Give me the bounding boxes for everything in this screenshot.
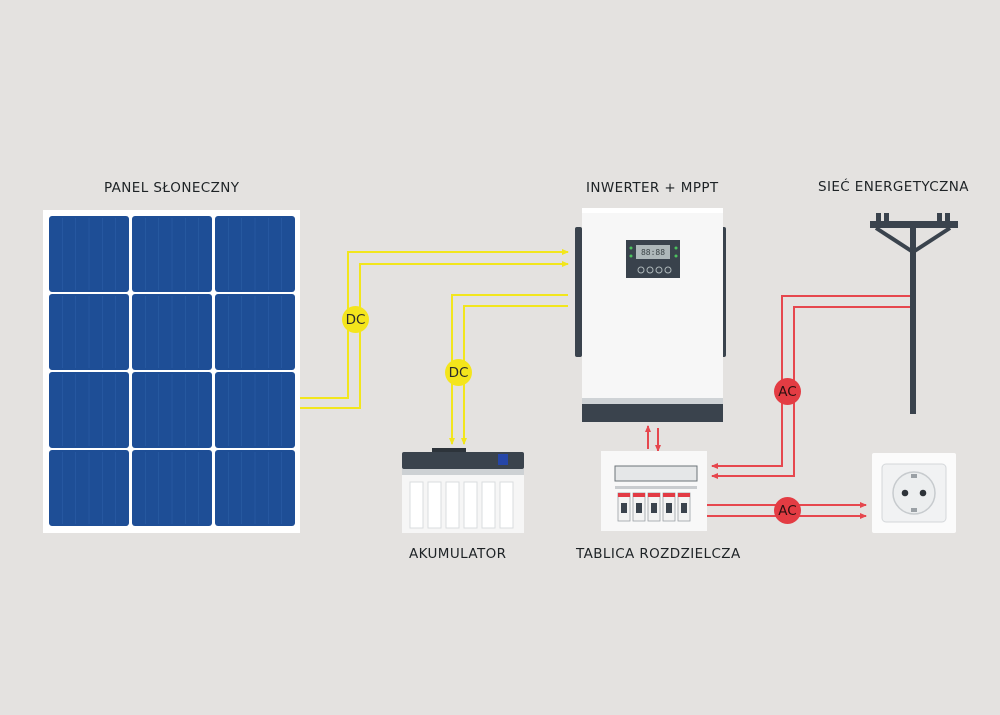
- circuit-breaker: [632, 492, 646, 522]
- battery-cell: [481, 481, 496, 529]
- inverter-unit: 88:88: [575, 208, 726, 422]
- solar-cell: [132, 372, 212, 448]
- solar-panel: [43, 210, 300, 533]
- solar-cell: [49, 450, 129, 526]
- ac-wire-grid-board: [711, 295, 910, 479]
- circuit-breaker: [677, 492, 691, 522]
- inverter-label: INWERTER + MPPT: [586, 180, 719, 196]
- solar-cell: [132, 216, 212, 292]
- solar-panel-label: PANEL SŁONECZNY: [104, 180, 240, 196]
- battery-cell: [409, 481, 424, 529]
- solar-cell: [132, 450, 212, 526]
- distribution-board-label: TABLICA ROZDZIELCZA: [576, 546, 741, 562]
- ac-badge-grid: AC: [774, 378, 801, 405]
- solar-cell: [49, 372, 129, 448]
- solar-cell: [215, 294, 295, 370]
- dc-wire-battery-inverter: [449, 294, 568, 445]
- solar-cell: [132, 294, 212, 370]
- solar-cell: [215, 372, 295, 448]
- battery: [402, 448, 524, 533]
- ac-link-inverter-board: [645, 425, 661, 452]
- dc-wire-panel-inverter: [300, 249, 569, 409]
- solar-cell: [215, 450, 295, 526]
- battery-cell: [499, 481, 514, 529]
- grid-label: SIEĆ ENERGETYCZNA: [818, 179, 969, 195]
- inverter-display: 88:88: [626, 240, 680, 278]
- wall-outlet: [872, 453, 956, 533]
- ac-badge-outlet: AC: [774, 497, 801, 524]
- circuit-breaker: [662, 492, 676, 522]
- dc-badge-panel: DC: [342, 306, 369, 333]
- solar-cell: [49, 216, 129, 292]
- battery-label: AKUMULATOR: [409, 546, 507, 562]
- solar-cell: [49, 294, 129, 370]
- distribution-board: [601, 451, 707, 531]
- battery-cell: [463, 481, 478, 529]
- svg-text:88:88: 88:88: [641, 248, 665, 257]
- power-grid-pole: [870, 213, 958, 414]
- battery-cell: [445, 481, 460, 529]
- circuit-breaker: [617, 492, 631, 522]
- battery-cell: [427, 481, 442, 529]
- circuit-breaker: [647, 492, 661, 522]
- dc-badge-battery: DC: [445, 359, 472, 386]
- solar-cell: [215, 216, 295, 292]
